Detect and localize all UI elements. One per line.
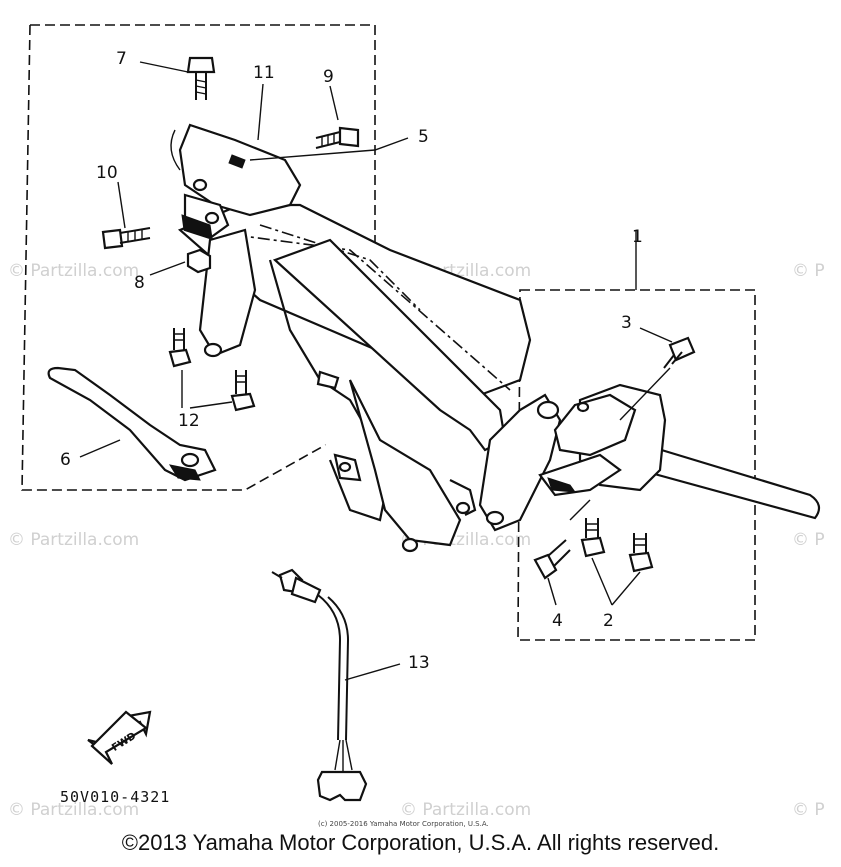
leader-5	[249, 137, 409, 161]
bolt-part-9	[315, 126, 360, 149]
leader-3	[639, 327, 673, 343]
footer-copyright: ©2013 Yamaha Motor Corporation, U.S.A. A…	[121, 830, 720, 855]
bolt-part-7	[186, 56, 216, 100]
right-group-box	[517, 289, 756, 641]
leader-7	[139, 61, 189, 73]
watermark-left-bottom: © Partzilla.com	[8, 800, 139, 820]
leader-11	[257, 83, 264, 141]
lever-holder-part-11	[170, 123, 302, 240]
watermark-right-top: © P	[792, 261, 825, 281]
nut-part-8	[186, 248, 212, 274]
callout-4: 4	[552, 611, 563, 631]
leader-8	[149, 261, 186, 276]
left-group-box-top	[30, 24, 376, 300]
callout-5: 5	[418, 127, 429, 147]
leader-10	[117, 181, 126, 229]
callout-1: 1	[632, 227, 643, 247]
callout-2: 2	[603, 611, 614, 631]
screw-part-4	[533, 539, 571, 580]
bolts-part-2	[580, 518, 654, 573]
watermark-left-top: © Partzilla.com	[8, 261, 139, 281]
fwd-arrow-icon: FWD	[87, 710, 152, 765]
callout-3: 3	[621, 313, 632, 333]
screw-part-3	[663, 336, 696, 369]
bolt-part-10	[101, 227, 151, 250]
leader-4b	[569, 499, 591, 521]
leader-3b	[619, 367, 671, 421]
callout-11: 11	[253, 63, 275, 83]
lever-part-6	[47, 366, 217, 482]
callout-labels: 1 2 3 4 5 6 7 8 9 10 11 12 13	[60, 49, 643, 673]
callout-12: 12	[178, 411, 200, 431]
small-copyright: (c) 2005-2016 Yamaha Motor Corporation, …	[318, 820, 489, 828]
callout-9: 9	[323, 67, 334, 87]
leader-2	[591, 557, 641, 606]
watermark-right-bottom: © P	[792, 800, 825, 820]
callout-13: 13	[408, 653, 430, 673]
callout-6: 6	[60, 450, 71, 470]
leader-6	[79, 439, 121, 458]
callout-10: 10	[96, 163, 118, 183]
part-code: 50V010-4321	[60, 788, 170, 806]
right-grip	[538, 383, 821, 520]
leader-9	[329, 85, 339, 121]
callout-7: 7	[116, 49, 127, 69]
leader-13	[344, 663, 401, 681]
leader-4	[547, 577, 557, 606]
bolts-part-12	[168, 328, 256, 412]
left-group-box-bottom	[21, 24, 371, 491]
leader-12	[181, 370, 233, 409]
watermark-left-mid: © Partzilla.com	[8, 530, 139, 550]
leader-lines	[79, 61, 673, 681]
callout-8: 8	[134, 273, 145, 293]
watermark-center-bottom: © Partzilla.com	[400, 800, 531, 820]
watermark-right-mid: © P	[792, 530, 825, 550]
handlebar	[177, 203, 562, 553]
switch-part-13	[271, 568, 368, 802]
